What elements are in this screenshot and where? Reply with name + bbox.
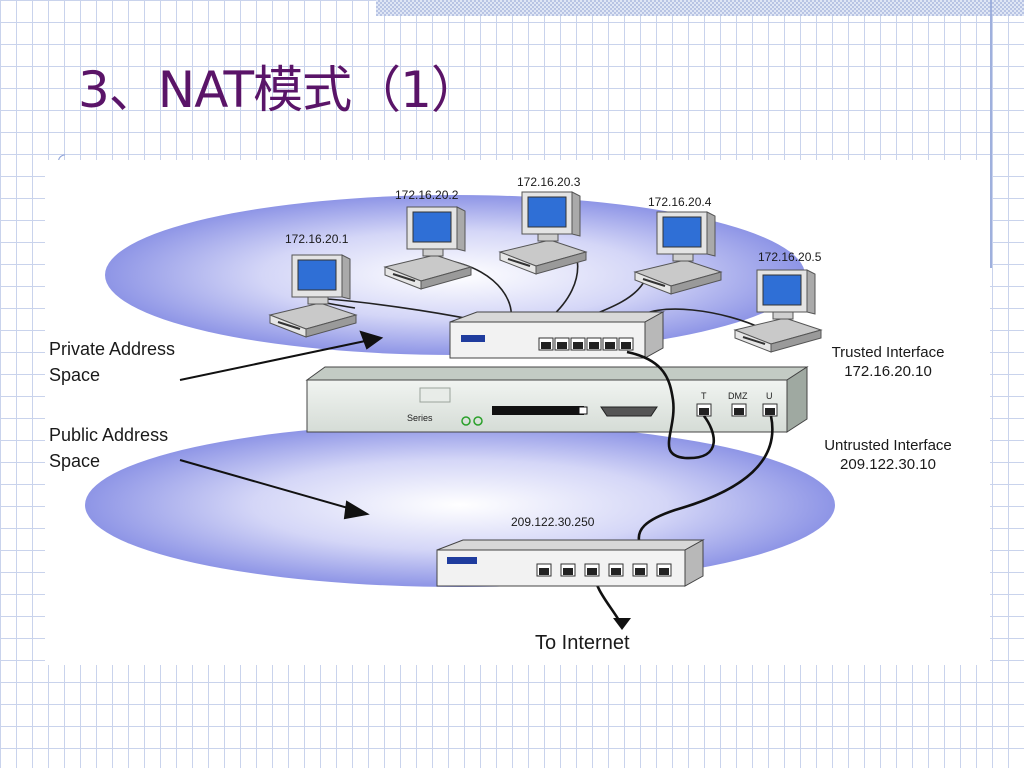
- firewall-port-u-label: U: [766, 391, 773, 401]
- host-ip-2: 172.16.20.2: [395, 188, 459, 202]
- space-arrows: [179, 330, 384, 520]
- firewall-port-dmz-label: DMZ: [728, 391, 748, 401]
- to-internet-label: To Internet: [535, 632, 630, 654]
- firewall-port-t-label: T: [701, 391, 707, 401]
- untrusted-interface-ip: 209.122.30.10: [840, 456, 936, 473]
- host-ip-5: 172.16.20.5: [758, 250, 822, 264]
- private-hub: [449, 311, 665, 359]
- private-space-label: Private Address Space: [49, 336, 249, 388]
- public-space-label: Public Address Space: [49, 422, 249, 474]
- router-ip: 209.122.30.250: [511, 515, 595, 529]
- firewall-appliance: [305, 366, 809, 433]
- untrusted-interface-label: Untrusted Interface 209.122.30.10: [793, 436, 983, 474]
- slide-title: 3、NAT模式（1）: [78, 61, 481, 119]
- trusted-interface-name: Trusted Interface: [831, 344, 945, 361]
- public-space-line1: Public Address: [49, 425, 169, 445]
- untrusted-interface-name: Untrusted Interface: [824, 437, 952, 454]
- diagram-graphics: [85, 191, 835, 630]
- public-router: [436, 539, 705, 587]
- private-space-line1: Private Address: [49, 339, 176, 359]
- host-ip-1: 172.16.20.1: [285, 232, 349, 246]
- host-ip-4: 172.16.20.4: [648, 195, 712, 209]
- nat-diagram: 172.16.20.1 172.16.20.2 172.16.20.3 172.…: [45, 160, 990, 665]
- trusted-interface-label: Trusted Interface 172.16.20.10: [793, 343, 983, 381]
- top-decoration-band: [376, 0, 1024, 16]
- right-decoration-line: [990, 0, 992, 268]
- public-space-line2: Space: [49, 451, 101, 471]
- firewall-series-label: Series: [407, 413, 433, 423]
- host-ip-3: 172.16.20.3: [517, 175, 581, 189]
- internet-arrow-head: [613, 618, 631, 630]
- trusted-interface-ip: 172.16.20.10: [844, 363, 932, 380]
- private-space-line2: Space: [49, 365, 101, 385]
